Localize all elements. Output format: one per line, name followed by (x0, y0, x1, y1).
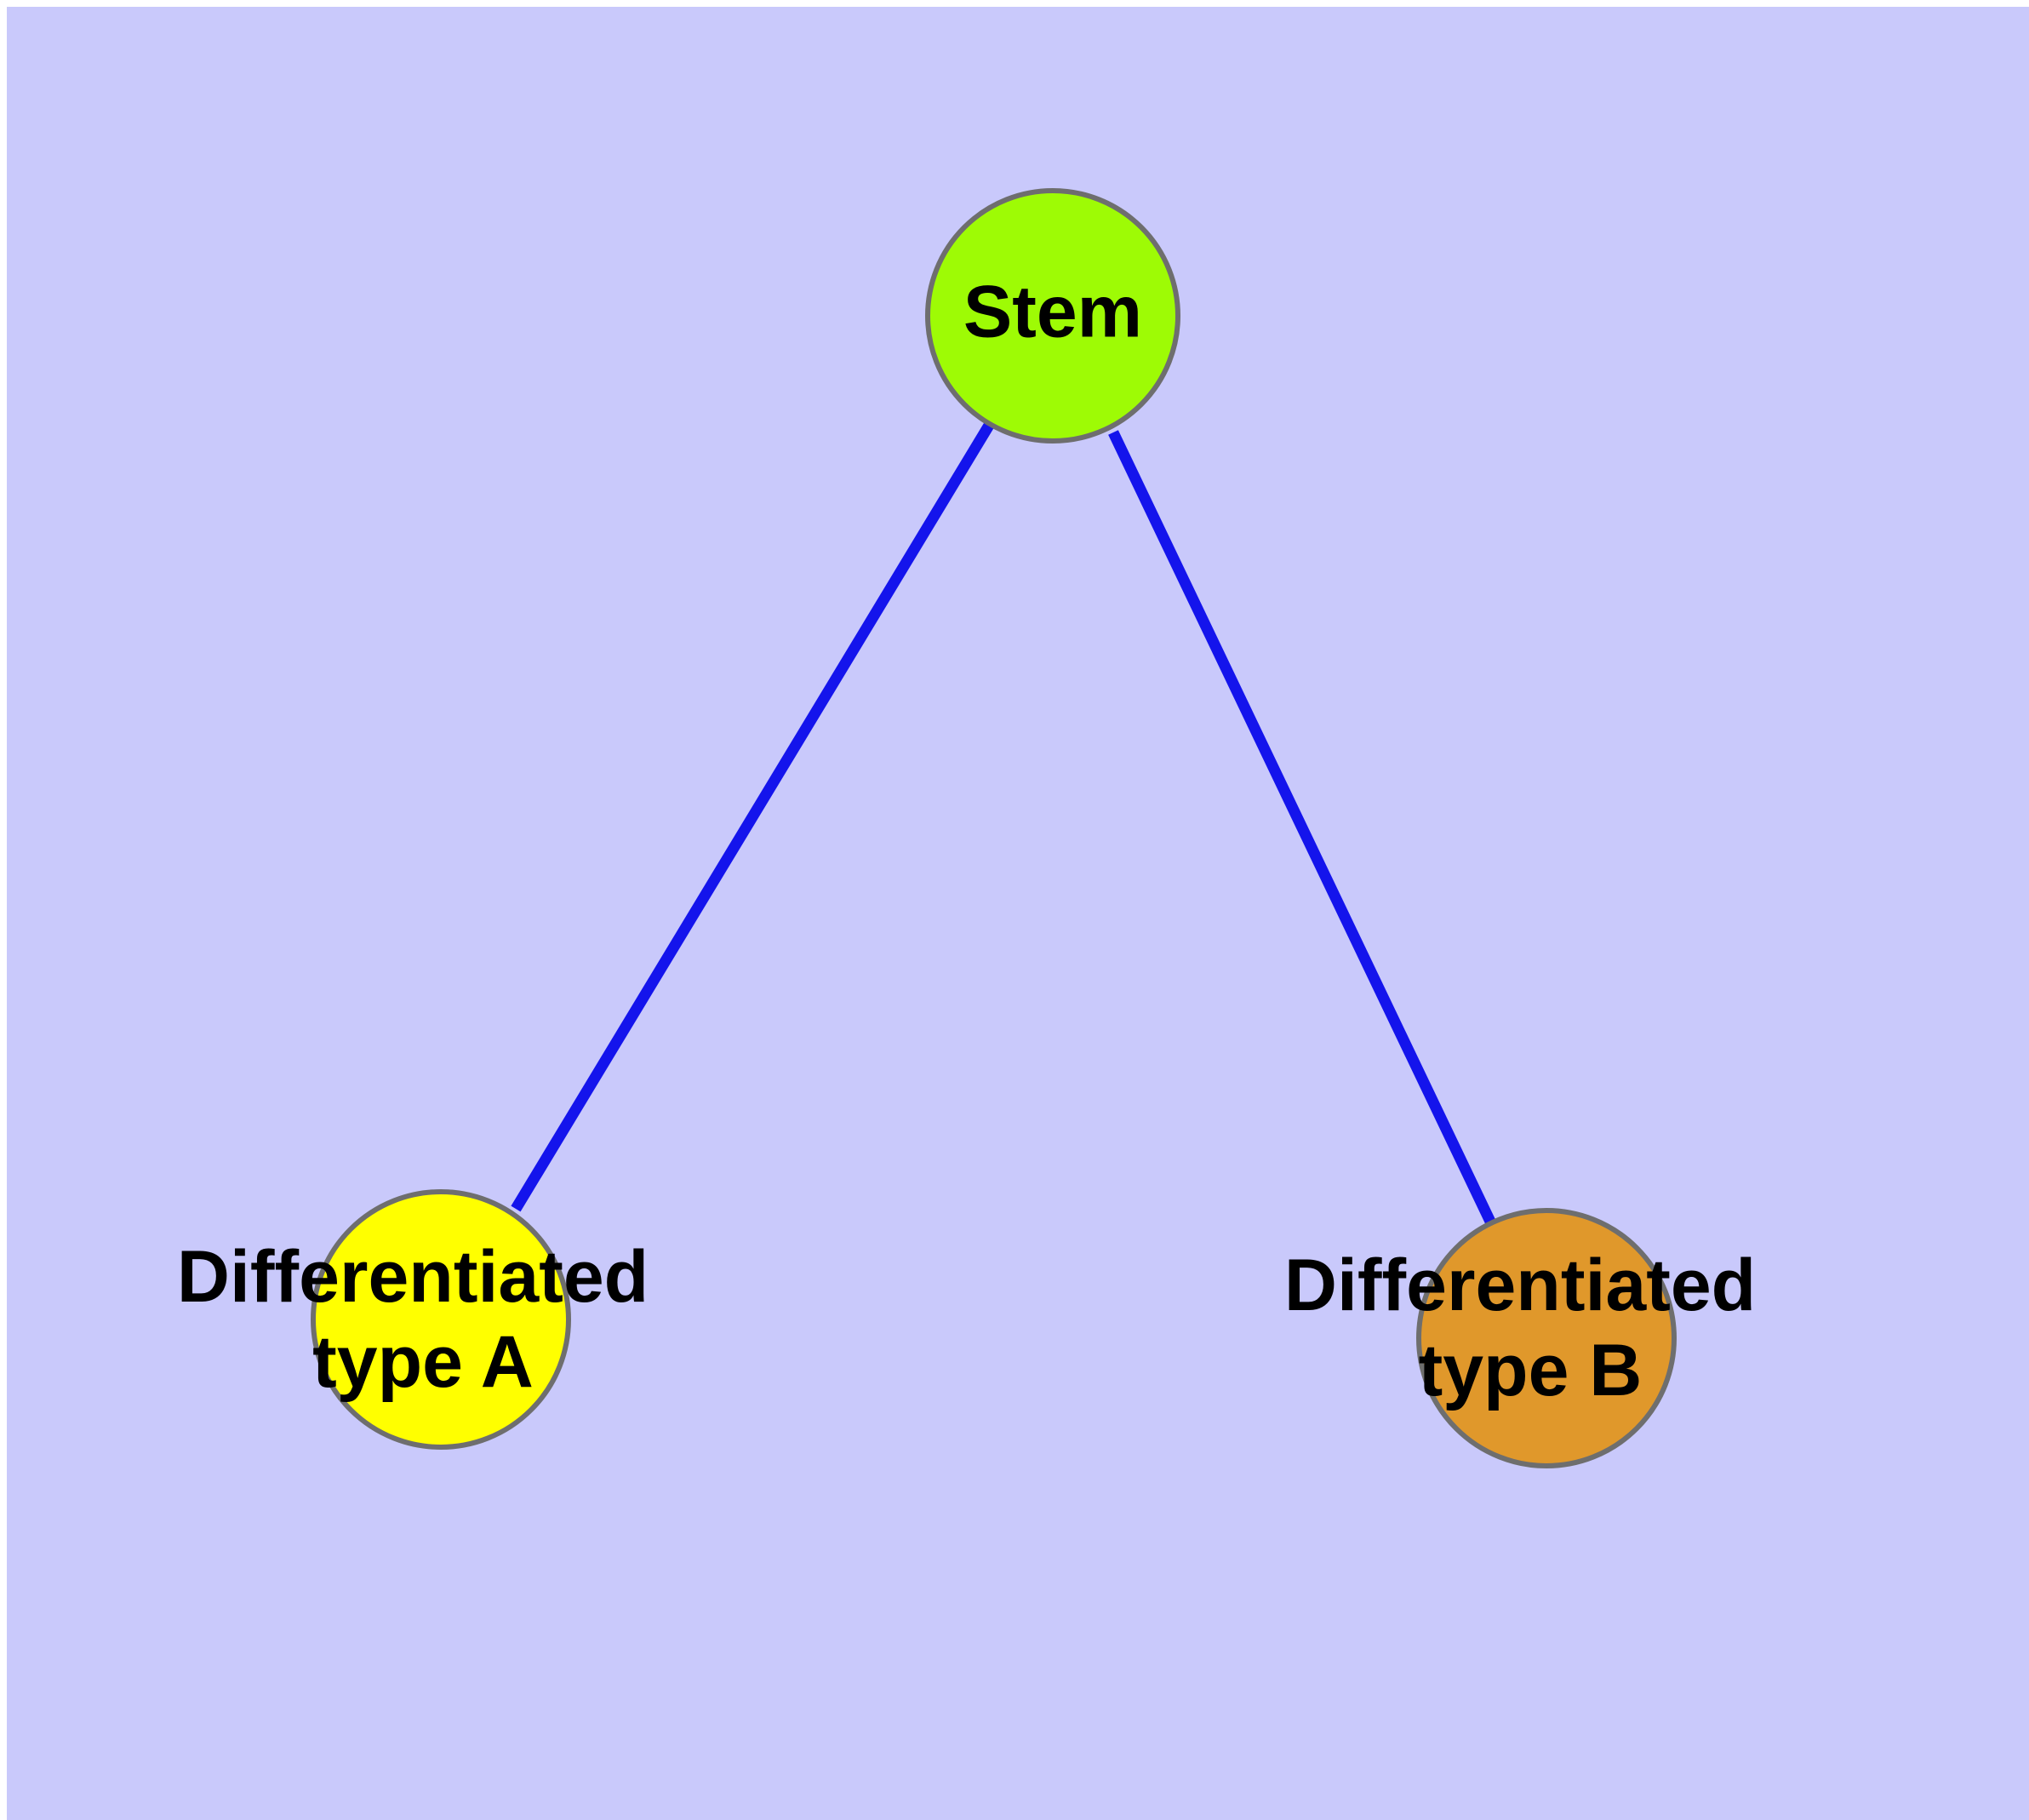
node-differentiated-type-a-circle[interactable] (311, 1189, 571, 1450)
node-differentiated-type-a-label-line2: type A (312, 1321, 534, 1403)
node-differentiated-type-a-label: Differentiated type A (177, 1236, 669, 1403)
node-differentiated-type-b-label-line1: Differentiated (1284, 1245, 1756, 1326)
node-differentiated-type-a-label-line1: Differentiated (177, 1236, 649, 1318)
label-layer: Stem Differentiated type A Differentiate… (177, 272, 1776, 1411)
node-differentiated-type-b-circle[interactable] (1416, 1208, 1677, 1468)
node-layer (311, 188, 1677, 1468)
node-differentiated-type-b-label: Differentiated type B (1284, 1245, 1776, 1411)
edge-stem-to-differentiated-type-b[interactable] (1108, 430, 1496, 1226)
node-stem-label: Stem (963, 272, 1142, 353)
node-stem-circle[interactable] (925, 188, 1180, 444)
edge-layer (511, 421, 1496, 1226)
edge-stem-to-differentiated-type-a[interactable] (511, 421, 995, 1212)
node-differentiated-type-b-label-line2: type B (1419, 1330, 1643, 1411)
